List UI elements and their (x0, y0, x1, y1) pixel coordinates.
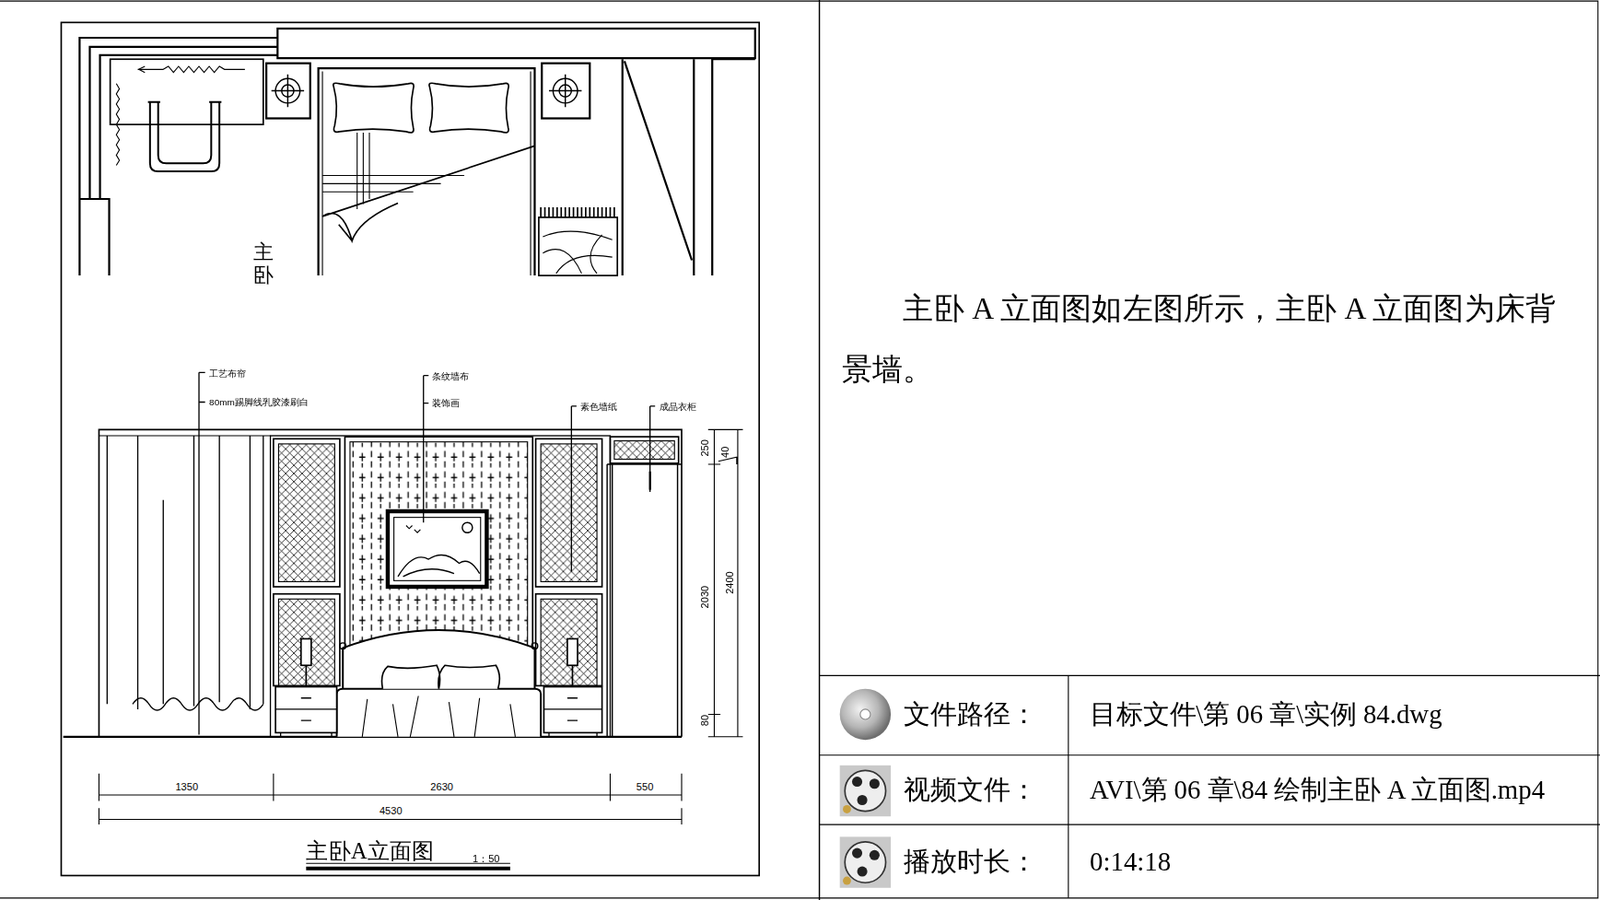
callout-text: 素色墙纸 (580, 401, 618, 412)
dimension-text: 2400 (724, 571, 736, 595)
callout-text: 装饰画 (432, 397, 460, 409)
callout-text: 成品衣柜 (659, 401, 697, 412)
callout-text: 80mm踢脚线乳胶漆刷白 (209, 397, 308, 408)
dimension-text: 1350 (173, 781, 200, 794)
table-value: 0:14:18 (1089, 847, 1171, 878)
dimension-text: 550 (634, 781, 656, 794)
callout-text: 条纹墙布 (432, 371, 469, 382)
dimension-text: 2030 (699, 585, 712, 609)
table-value: AVI\第 06 章\84 绘制主卧 A 立面图.mp4 (1089, 775, 1545, 806)
dimension-text: 2630 (428, 781, 456, 794)
table-key: 视频文件： (903, 775, 1037, 806)
drawing-caption: 主卧A立面图 (305, 838, 434, 865)
dimension-text: 250 (699, 439, 712, 456)
room-label: 主卧 (253, 240, 274, 286)
scale-text: 1：50 (472, 852, 501, 865)
dimension-text: 40 (719, 446, 732, 458)
table-key: 文件路径： (903, 700, 1037, 731)
description-paragraph: 主卧 A 立面图如左图所示，主卧 A 立面图为床背景墙。 (841, 277, 1585, 400)
dimension-text: 80 (699, 714, 712, 726)
table-key: 播放时长： (903, 847, 1037, 878)
callout-text: 工艺布帘 (209, 368, 246, 379)
dimension-text: 4530 (377, 805, 405, 818)
table-value: 目标文件\第 06 章\实例 84.dwg (1089, 700, 1442, 731)
